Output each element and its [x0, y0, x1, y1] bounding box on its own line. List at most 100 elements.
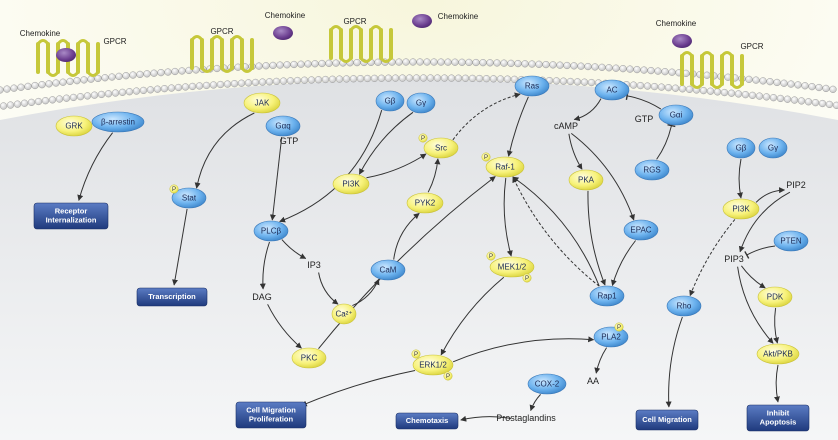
outcome-inhibit-apoptosis-line-1: Inhibit: [767, 408, 790, 417]
phospho-stat-1: P: [169, 184, 179, 194]
chemokine4-label: Chemokine: [656, 19, 697, 28]
node-cox2-label: COX-2: [535, 380, 560, 389]
node-jak-label: JAK: [255, 99, 270, 108]
node-aktpkb: Akt/PKB: [756, 343, 800, 365]
gpcr2-receptor: GPCR: [190, 27, 254, 73]
outcome-cell-migration-line-1: Cell Migration: [642, 415, 692, 424]
node-erk12-label: ERK1/2: [419, 361, 447, 370]
gpcr3-receptor: GPCR: [329, 17, 393, 63]
node-pdk: PDK: [757, 286, 793, 308]
node-ca-label: Ca²⁺: [335, 310, 352, 319]
node-ggamma1-label: Gγ: [416, 99, 426, 108]
edge-pka-to-rap1: [587, 190, 606, 286]
gpcr4-receptor: GPCR: [680, 42, 764, 89]
edge-dag-to-pkc: [267, 304, 302, 349]
outcome-cell-migration-proliferation-line-1: Cell Migration: [246, 405, 296, 414]
outcome-inhibit-apoptosis-line-2: Apoptosis: [760, 417, 797, 426]
edge-pla2-to-aa: [594, 347, 608, 374]
edge-rap1-to-raf1: [512, 176, 600, 287]
node-cam: CaM: [370, 259, 406, 281]
edge-ggamma1-to-pi3k1: [358, 111, 414, 175]
phospho-mek12-2: P: [522, 273, 532, 283]
node-grk-label: GRK: [65, 122, 83, 131]
inhibit-bar-galphai: [667, 124, 676, 128]
chemokine3-ligand: Chemokine: [412, 12, 479, 28]
label-pip3: PIP3: [724, 254, 744, 264]
node-ac-label: AC: [606, 86, 617, 95]
node-gbeta1: Gβ: [375, 90, 405, 112]
node-barrestin: β-arrestin: [91, 111, 145, 133]
edge-plcb-to-ip3: [281, 239, 307, 259]
node-pi3k1: PI3K: [332, 173, 370, 195]
label-aa: AA: [587, 376, 599, 386]
edge-galphai-to-ac: [627, 95, 662, 110]
node-plcb-label: PLCβ: [261, 227, 282, 236]
node-erk12: ERK1/2PP: [411, 349, 454, 381]
node-rap1-label: Rap1: [597, 292, 617, 301]
edge-ip3-to-ca: [318, 272, 339, 305]
edge-pip3-to-aktpkb: [737, 266, 774, 344]
cytoplasm-background: [0, 80, 838, 440]
node-ac: AC: [594, 79, 630, 101]
node-pi3k2: PI3K: [722, 198, 760, 220]
label-gtp2: GTP: [635, 114, 654, 124]
edge-ac-to-camp: [573, 98, 602, 122]
node-galphai: Gαi: [658, 104, 694, 126]
label-dag: DAG: [252, 292, 272, 302]
node-ras: Ras: [514, 75, 550, 97]
node-rgs-label: RGS: [643, 166, 660, 175]
node-pi3k2-label: PI3K: [732, 205, 750, 214]
svg-text:P: P: [525, 276, 529, 282]
node-pten-label: PTEN: [780, 237, 802, 246]
outcome-chemotaxis: Chemotaxis: [395, 412, 459, 430]
node-rho-label: Rho: [677, 302, 692, 311]
outcome-transcription: Transcription: [136, 287, 208, 307]
chemokine1-label: Chemokine: [20, 29, 61, 38]
outcome-cell-migration: Cell Migration: [635, 409, 699, 431]
node-pyk2: PYK2: [406, 192, 444, 214]
outcome-receptor-internalization-line-2: Internalization: [46, 215, 97, 224]
label-pip2: PIP2: [786, 180, 806, 190]
node-galphaq-label: Gαq: [275, 122, 290, 131]
edge-pten-to-pip3: [746, 245, 776, 256]
node-aktpkb-label: Akt/PKB: [763, 350, 793, 359]
node-plcb: PLCβ: [253, 220, 289, 242]
edge-cam-to-pyk2: [393, 213, 420, 260]
edge-pkc-to-raf1: [318, 176, 496, 350]
edge-stat-to-transcription: [172, 208, 188, 286]
node-mek12-label: MEK1/2: [498, 263, 527, 272]
node-pkc-label: PKC: [301, 354, 318, 363]
node-src-label: Src: [435, 144, 447, 153]
edge-pyk2-to-src: [427, 158, 441, 193]
edge-ras-to-raf1: [506, 96, 529, 157]
edge-layer: [77, 91, 791, 422]
node-pla2-label: PLA2: [601, 333, 621, 342]
edge-gbeta2-to-pi3k2: [737, 158, 743, 199]
node-epac-label: EPAC: [630, 226, 651, 235]
edge-rho-to-cell-migration: [665, 316, 683, 408]
node-rho: Rho: [666, 295, 702, 317]
phospho-erk12-2: P: [443, 371, 453, 381]
edge-plcb-to-dag: [259, 241, 270, 290]
node-rap1: Rap1: [589, 285, 625, 307]
outcome-layer: ReceptorInternalizationTranscriptionCell…: [33, 202, 810, 432]
outcome-cell-migration-proliferation-line-2: Proliferation: [249, 414, 294, 423]
node-jak: JAK: [243, 92, 281, 114]
label-prostaglandins: Prostaglandins: [496, 413, 556, 423]
svg-text:P: P: [446, 374, 450, 380]
node-cox2: COX-2: [527, 373, 567, 395]
phospho-pla2-1: P: [614, 322, 624, 332]
gpcr3-label: GPCR: [343, 17, 366, 26]
chemokine1-ligand: Chemokine: [20, 29, 76, 62]
node-mek12: MEK1/2PP: [486, 251, 535, 283]
svg-text:P: P: [172, 187, 176, 193]
edge-pi3k1-to-src: [366, 153, 427, 179]
edge-galphaq-to-plcb: [269, 136, 283, 221]
chemokine2-label: Chemokine: [265, 11, 306, 20]
edge-rgs-to-galphai: [656, 125, 672, 160]
label-camp: cAMP: [554, 121, 578, 131]
